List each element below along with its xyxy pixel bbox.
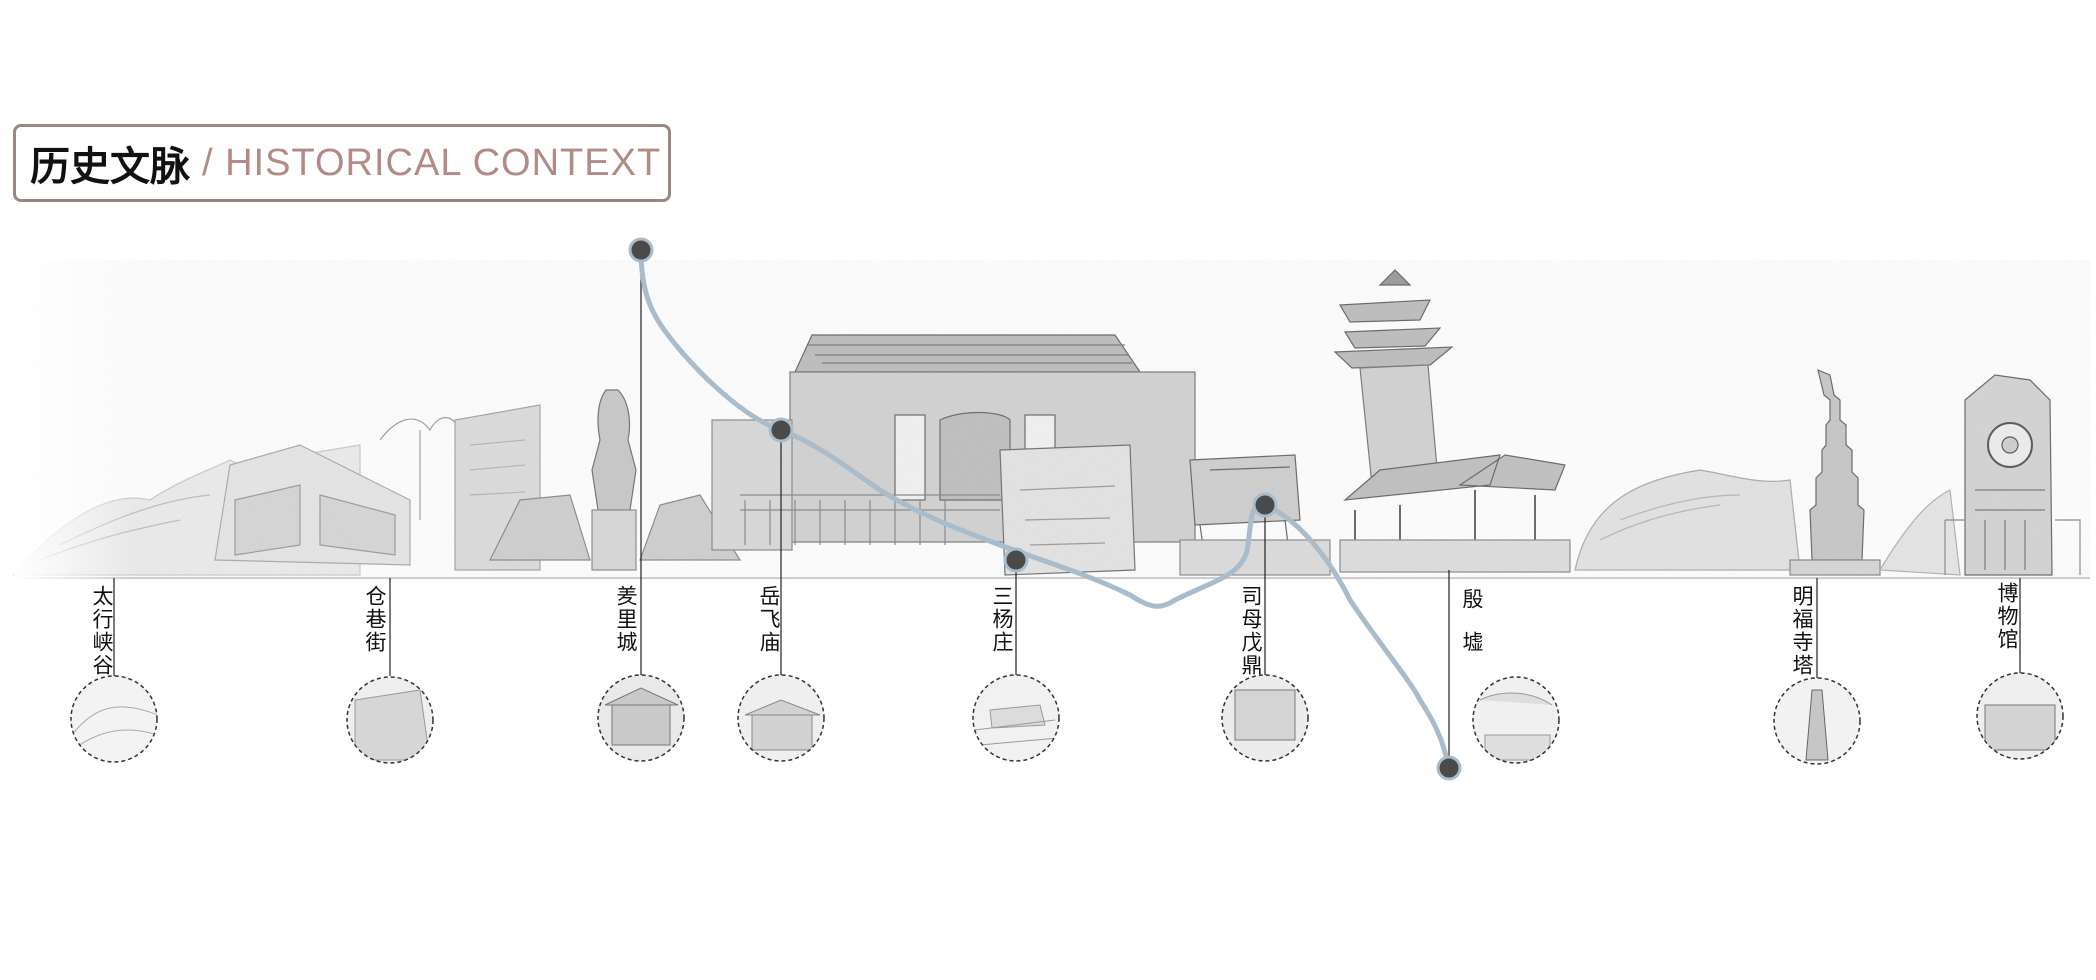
site-label-museum: 博物馆 xyxy=(1995,582,2019,651)
thumb-taihang xyxy=(70,675,158,763)
thumb-youli xyxy=(597,674,685,762)
site-label-cangxiang: 仓巷街 xyxy=(363,585,387,654)
site-label-taihang: 太行峡谷 xyxy=(90,585,114,677)
route-node-simuwu xyxy=(1252,492,1278,518)
site-label-sanyang: 三杨庄 xyxy=(990,585,1014,654)
thumb-simuwu xyxy=(1221,674,1309,762)
route-node-youli xyxy=(628,237,654,263)
thumbnails xyxy=(70,672,2064,765)
site-label-yinxu: 殷墟 xyxy=(1460,588,1484,674)
thumb-museum xyxy=(1976,672,2064,760)
thumb-cangxiang xyxy=(346,676,434,764)
site-label-youli: 羑里城 xyxy=(614,585,638,654)
section-title: 历史文脉 / HISTORICAL CONTEXT xyxy=(13,124,671,202)
title-cn: 历史文脉 xyxy=(30,144,190,190)
route-node-yinxu xyxy=(1436,755,1462,781)
thumb-yuefei xyxy=(737,674,825,762)
thumb-sanyang xyxy=(972,674,1060,762)
title-en: / HISTORICAL CONTEXT xyxy=(202,141,662,184)
route-nodes xyxy=(628,237,1462,781)
site-label-mingfu: 明福寺塔 xyxy=(1790,585,1814,677)
thumb-yinxu xyxy=(1472,676,1560,764)
connector-lines xyxy=(113,250,2021,768)
route-node-yuefei xyxy=(768,417,794,443)
route-line xyxy=(638,247,1452,771)
route-node-sanyang xyxy=(1003,547,1029,573)
site-label-simuwu: 司母戊鼎 xyxy=(1239,585,1263,677)
site-label-yuefei: 岳飞庙 xyxy=(757,585,781,654)
thumb-mingfu xyxy=(1773,677,1861,765)
